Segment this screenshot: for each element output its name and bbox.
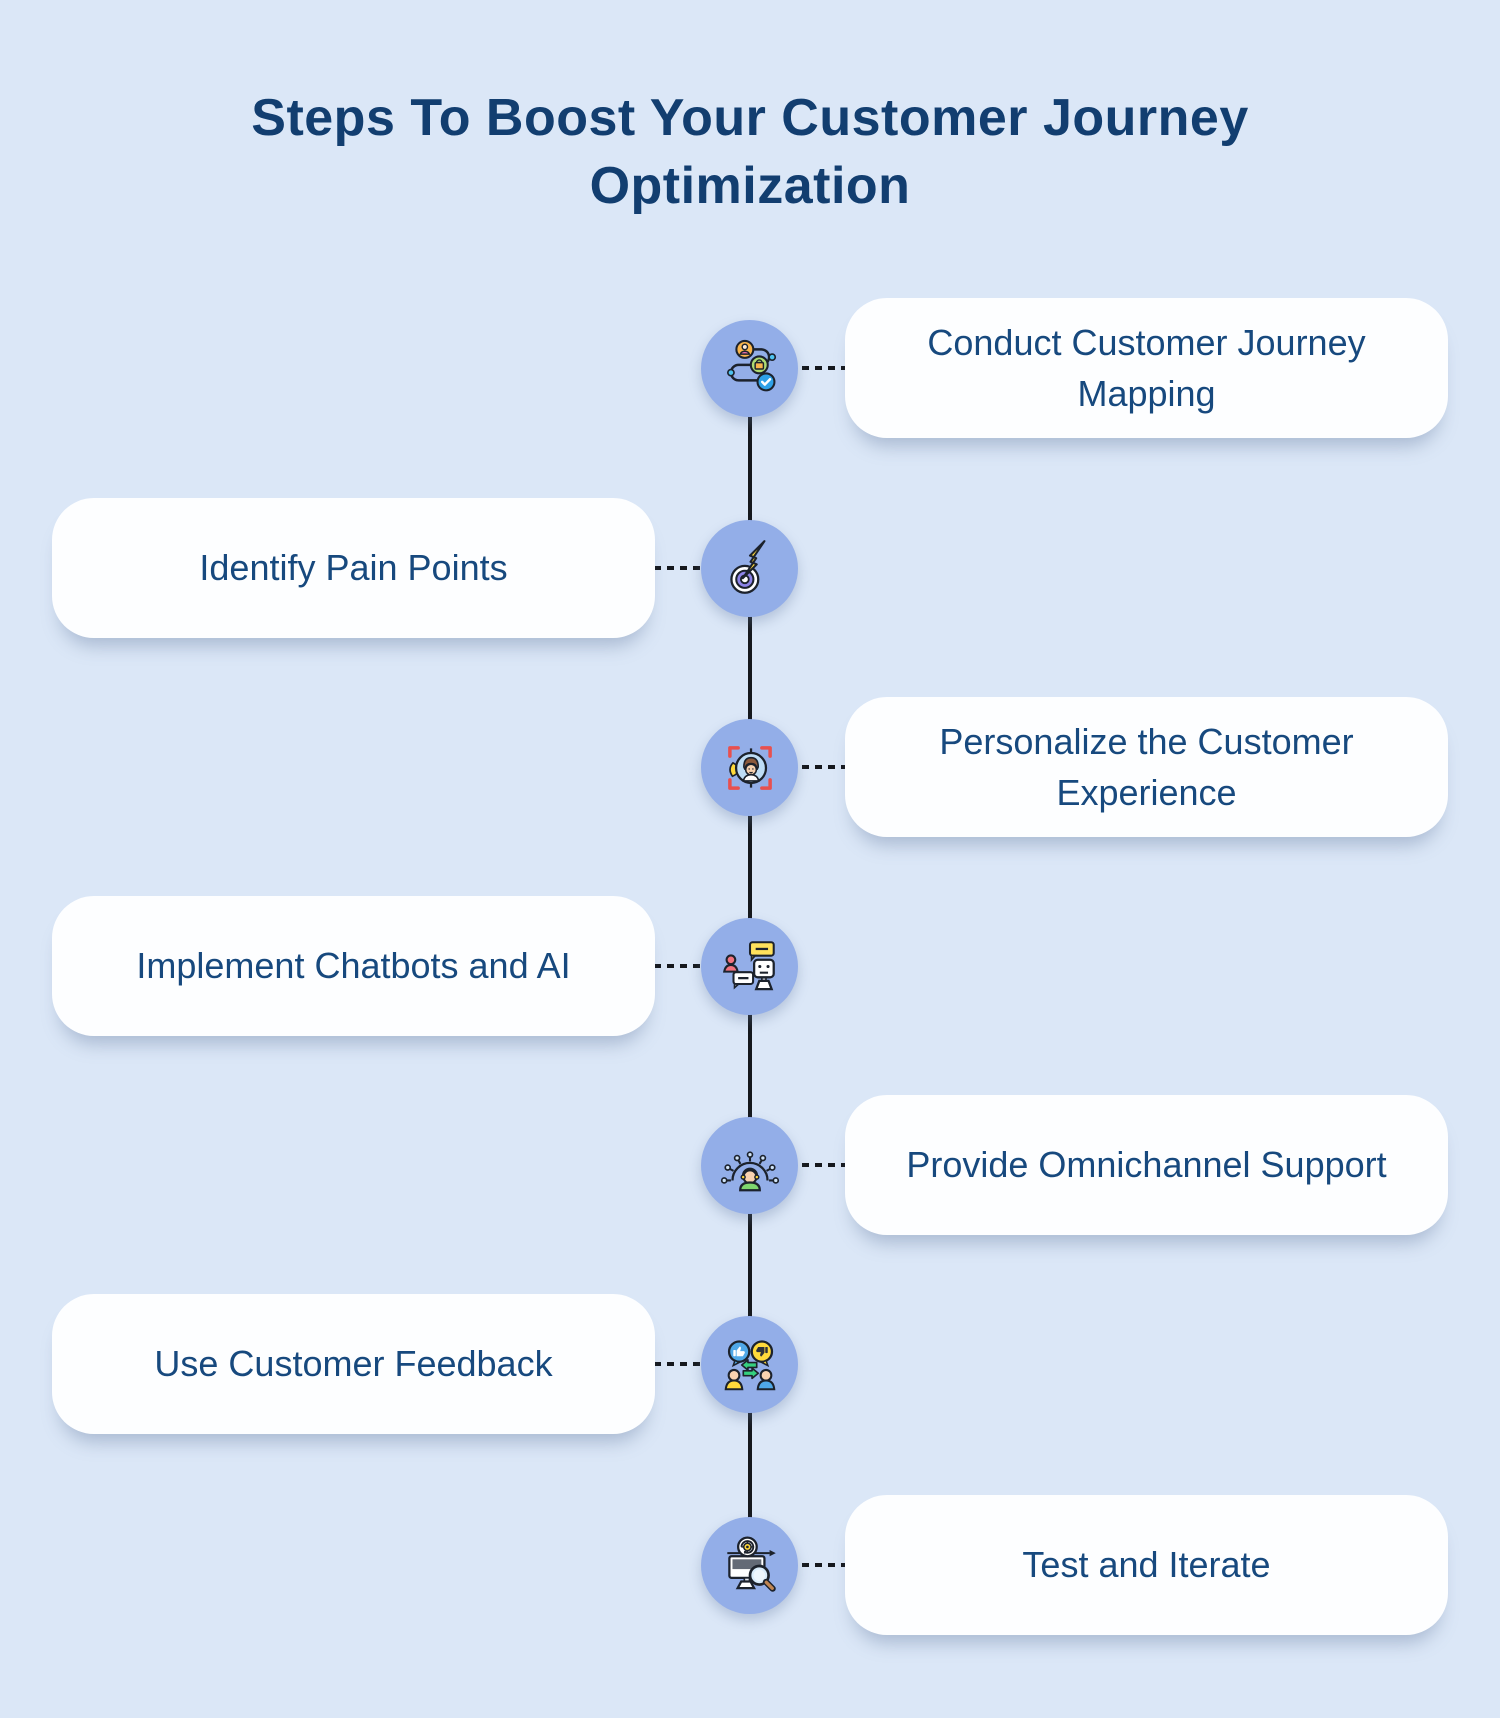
omnichannel-support-icon [720,1150,779,1191]
step-label: Use Customer Feedback [154,1343,553,1385]
step-card-5: Provide Omnichannel Support [845,1095,1448,1235]
step-circle-5 [701,1117,798,1214]
step-circle-4 [701,918,798,1015]
step-card-7: Test and Iterate [845,1495,1448,1635]
step-card-3: Personalize the Customer Experience [845,697,1448,837]
connector-dotted-line [750,1563,846,1567]
step-card-4: Implement Chatbots and AI [52,896,655,1036]
step-circle-7 [701,1517,798,1614]
step-circle-1 [701,320,798,417]
personalization-icon [727,745,772,790]
step-label: Test and Iterate [1022,1544,1271,1586]
step-card-6: Use Customer Feedback [52,1294,655,1434]
customer-feedback-icon [724,1339,775,1390]
title-block: Steps To Boost Your Customer Journey Opt… [0,85,1500,220]
step-label: Conduct Customer Journey Mapping [927,321,1366,414]
connector-dotted-line [750,1163,846,1167]
step-card-2: Identify Pain Points [52,498,655,638]
test-iterate-icon [726,1536,776,1592]
step-circle-6 [701,1316,798,1413]
connector-dotted-line [750,765,846,769]
step-label: Provide Omnichannel Support [906,1144,1387,1186]
page-title: Steps To Boost Your Customer Journey Opt… [251,89,1249,215]
customer-journey-map-icon [726,339,776,391]
connector-dotted-line [750,366,846,370]
step-circle-3 [701,719,798,816]
step-label: Personalize the Customer Experience [939,720,1354,813]
pain-point-target-icon [729,539,765,594]
step-label: Identify Pain Points [199,547,508,589]
step-label: Implement Chatbots and AI [136,945,571,987]
chatbot-ai-icon [722,940,775,990]
step-circle-2 [701,520,798,617]
step-card-1: Conduct Customer Journey Mapping [845,298,1448,438]
